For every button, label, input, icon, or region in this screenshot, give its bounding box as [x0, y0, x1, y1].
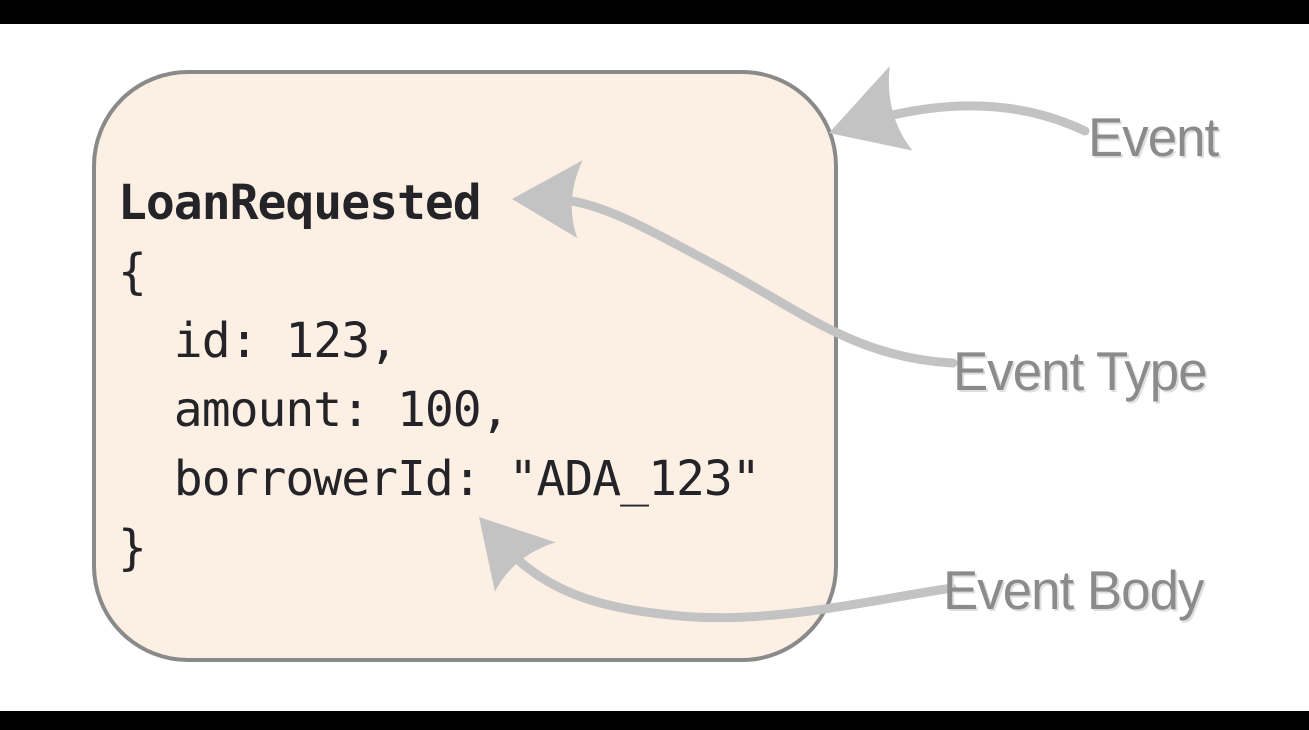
- letterbox-bar-top: [0, 0, 1309, 24]
- event-body-label: Event Body: [943, 559, 1204, 621]
- event-body-arrow: [479, 517, 957, 623]
- event-label: Event: [1088, 106, 1219, 168]
- event-type-name: LoanRequested: [118, 175, 482, 231]
- event-type-arrow: [512, 160, 958, 368]
- event-code-block: LoanRequested { id: 123, amount: 100, bo…: [118, 169, 761, 583]
- event-card: [92, 70, 838, 662]
- event-type-label: Event Type: [953, 340, 1208, 402]
- event-arrow: [829, 66, 1090, 151]
- event-body-json: { id: 123, amount: 100, borrowerId: "ADA…: [118, 244, 761, 576]
- letterbox-bar-bottom: [0, 711, 1309, 730]
